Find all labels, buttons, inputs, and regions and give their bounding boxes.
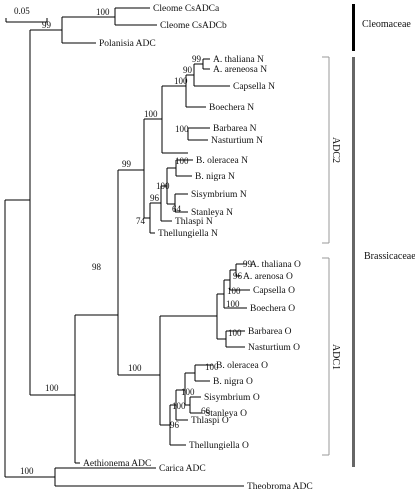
leaf-label: Boechera N — [209, 103, 254, 113]
tree-branches — [4, 7, 250, 487]
group-label-adc2: ADC2 — [330, 137, 341, 163]
group-brackets — [322, 4, 355, 467]
leaf-label: Capsella O — [253, 286, 295, 296]
bootstrap-value: 100 — [174, 76, 188, 86]
bootstrap-value: 100 — [20, 466, 34, 476]
bootstrap-value: 99 — [122, 159, 132, 169]
bootstrap-value: 64 — [172, 204, 182, 214]
cleomaceae-bracket — [352, 4, 355, 51]
bootstrap-value: 100 — [45, 383, 59, 393]
leaf-label: Carica ADC — [159, 464, 206, 474]
bootstrap-value: 66 — [201, 406, 211, 416]
leaf-label: Nasturtium N — [211, 136, 263, 146]
group-label-brassicaceae: Brassicaceae — [364, 251, 415, 262]
brassicaceae-bracket — [352, 57, 355, 467]
bootstrap-value: 100 — [156, 181, 170, 191]
leaf-label: Sisymbrium O — [204, 393, 260, 403]
bootstrap-values: 100 99 99 90 100 100 100 100 64 100 96 7… — [20, 7, 253, 476]
leaf-label: Sisymbrium N — [191, 190, 247, 200]
bootstrap-value: 96 — [150, 193, 160, 203]
bootstrap-value: 100 — [128, 363, 142, 373]
leaf-label: B. nigra N — [195, 172, 235, 182]
leaf-labels: Cleome CsADCa Cleome CsADCb Polanisia AD… — [83, 4, 313, 492]
bootstrap-value: 99 — [192, 54, 202, 64]
leaf-label: Cleome CsADCb — [160, 21, 227, 31]
group-label-cleomaceae: Cleomaceae — [362, 19, 411, 30]
bootstrap-value: 100 — [227, 286, 241, 296]
leaf-label: Cleome CsADCa — [153, 4, 220, 14]
leaf-label: Capsella N — [233, 82, 275, 92]
leaf-label: Thlaspi N — [175, 217, 213, 227]
bootstrap-value: 100 — [226, 299, 240, 309]
bootstrap-value: 100 — [175, 124, 189, 134]
scale-bar: 0.05 — [5, 6, 48, 23]
leaf-label: Polanisia ADC — [99, 39, 156, 49]
scale-bar-label: 0.05 — [14, 6, 30, 16]
bootstrap-value: 74 — [136, 216, 146, 226]
leaf-label: Thellungiella O — [189, 441, 249, 451]
bootstrap-value: 100 — [172, 401, 186, 411]
bootstrap-value: 96 — [170, 420, 180, 430]
bootstrap-value: 96 — [233, 271, 243, 281]
bootstrap-value: 99 — [42, 20, 52, 30]
leaf-label: Barbarea N — [213, 124, 257, 134]
leaf-label: Thlaspi O — [191, 416, 229, 426]
bootstrap-value: 100 — [228, 328, 242, 338]
leaf-label: Aethionema ADC — [83, 459, 151, 469]
leaf-label: Stanleya N — [191, 208, 233, 218]
leaf-label: Nasturtium O — [248, 343, 300, 353]
bootstrap-value: 99 — [243, 259, 253, 269]
leaf-label: A. thaliana O — [250, 260, 301, 270]
leaf-label: A. areneosa N — [213, 65, 267, 75]
leaf-label: A. arenosa O — [243, 272, 293, 282]
leaf-label: Boechera O — [250, 304, 295, 314]
bootstrap-value: 100 — [175, 156, 189, 166]
bootstrap-value: 100 — [205, 362, 219, 372]
leaf-label: B. nigra O — [213, 377, 253, 387]
bootstrap-value: 98 — [92, 262, 102, 272]
leaf-label: Barbarea O — [248, 327, 292, 337]
bootstrap-value: 100 — [96, 7, 110, 17]
bootstrap-value: 90 — [183, 65, 193, 75]
bootstrap-value: 100 — [181, 387, 195, 397]
bootstrap-value: 100 — [144, 109, 158, 119]
leaf-label: A. thaliana N — [213, 55, 264, 65]
leaf-label: B. oleracea N — [196, 156, 248, 166]
group-label-adc1: ADC1 — [330, 344, 341, 370]
leaf-label: Theobroma ADC — [247, 482, 313, 492]
leaf-label: Thellungiella N — [158, 229, 218, 239]
leaf-label: B. oleracea O — [216, 361, 268, 371]
leaf-label: Stanleya O — [205, 409, 247, 419]
